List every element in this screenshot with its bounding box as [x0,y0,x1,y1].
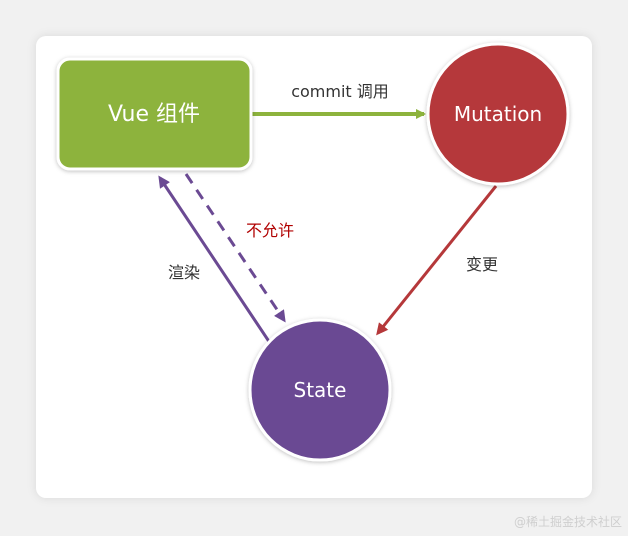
mutation-circle [426,42,570,186]
not-allowed-arrow [184,173,286,323]
mutation-node: Mutation [426,42,570,186]
change-label: 变更 [466,255,498,274]
state-node: State [248,318,392,462]
vue-component-node: Vue 组件 [56,57,253,171]
state-label: State [294,378,347,402]
vue-component-label: Vue 组件 [108,102,200,127]
vue-component-box [56,57,253,171]
change-arrow [376,185,498,336]
not-allowed-label: 不允许 [246,221,294,240]
watermark: @稀土掘金技术社区 [513,515,622,529]
render-label: 渲染 [168,263,200,282]
render-arrow [158,175,272,344]
mutation-label: Mutation [454,102,542,126]
commit-label: commit 调用 [291,82,389,101]
state-circle [248,318,392,462]
